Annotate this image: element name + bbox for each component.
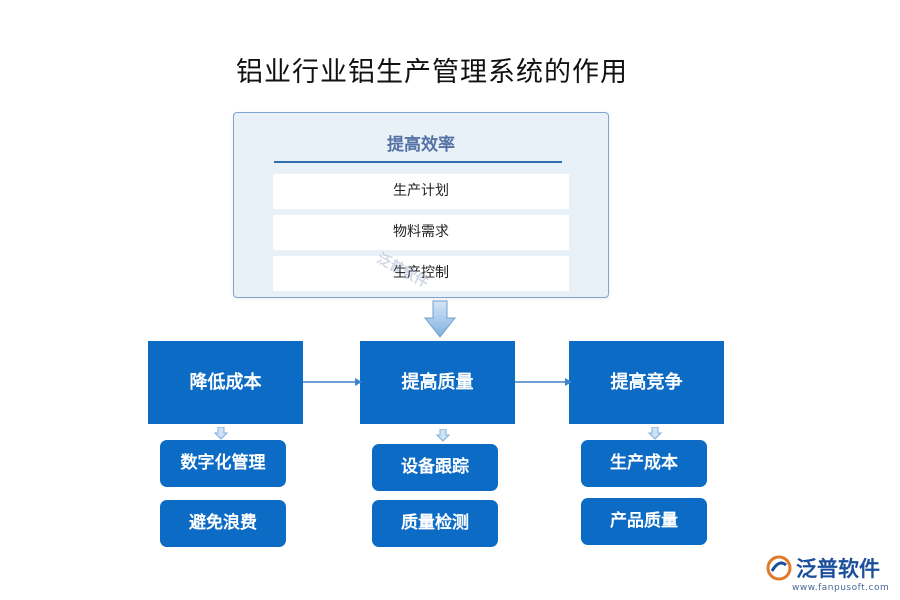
box-reduce-cost: 降低成本	[148, 341, 303, 424]
logo-url: www.fanpusoft.com	[792, 583, 890, 593]
sub-box-digital-management: 数字化管理	[160, 440, 286, 487]
box-improve-quality: 提高质量	[360, 341, 515, 424]
panel-item-material-demand: 物料需求	[273, 215, 569, 250]
panel-divider	[274, 161, 562, 163]
sub-box-quality-inspection: 质量检测	[372, 500, 498, 547]
fanpu-logo-icon	[766, 555, 792, 581]
diagram-title: 铝业行业铝生产管理系统的作用	[236, 57, 628, 88]
connector-arrow-icon	[515, 378, 572, 386]
panel-heading: 提高效率	[387, 135, 455, 155]
small-down-arrow-icon	[648, 427, 662, 440]
small-down-arrow-icon	[436, 429, 450, 442]
down-arrow-icon	[424, 300, 456, 338]
panel-item-production-control: 生产控制	[273, 256, 569, 291]
box-improve-competition: 提高竞争	[569, 341, 724, 424]
sub-box-equipment-tracking: 设备跟踪	[372, 444, 498, 491]
small-down-arrow-icon	[214, 427, 228, 440]
connector-arrow-icon	[303, 378, 362, 386]
sub-box-product-quality: 产品质量	[581, 498, 707, 545]
brand-logo: 泛普软件	[766, 553, 880, 583]
efficiency-panel: 提高效率 生产计划 物料需求 生产控制	[233, 112, 609, 298]
logo-text: 泛普软件	[796, 557, 880, 581]
sub-box-production-cost: 生产成本	[581, 440, 707, 487]
sub-box-avoid-waste: 避免浪费	[160, 500, 286, 547]
panel-item-production-plan: 生产计划	[273, 174, 569, 209]
